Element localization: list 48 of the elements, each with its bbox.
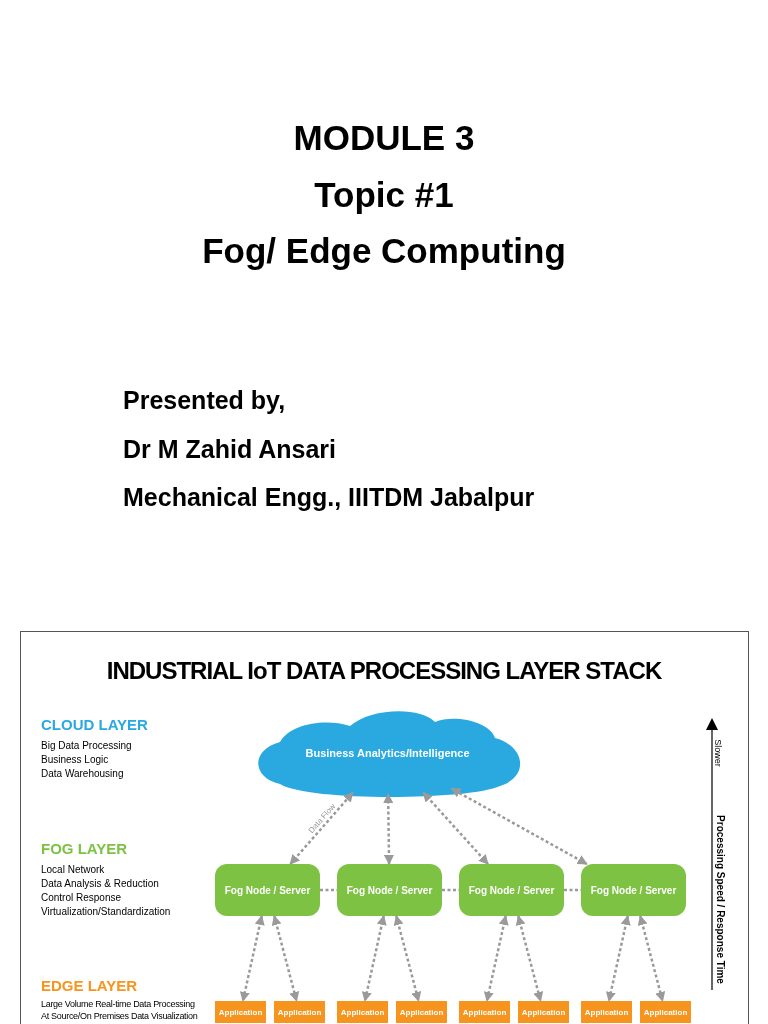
title-text: Fog/ Edge Computing: [201, 231, 567, 271]
fog-node-box: Fog Node / Server: [459, 864, 564, 916]
layer-feature: Business Logic: [41, 754, 109, 765]
application-box: Application: [396, 1001, 447, 1023]
application-box: Application: [274, 1001, 325, 1023]
dashed-arrow: [361, 915, 387, 1002]
fog-node-box: Fog Node / Server: [215, 864, 320, 916]
fog-node-box: Fog Node / Server: [337, 864, 442, 916]
dashed-arrow: [289, 791, 354, 865]
dashed-arrow: [637, 915, 666, 1002]
layer-heading: EDGE LAYER: [41, 977, 138, 994]
layer-feature: Big Data Processing: [41, 740, 132, 751]
axis-label: Slower: [712, 739, 723, 767]
dashed-line: [564, 888, 581, 892]
layer-heading: CLOUD LAYER: [41, 716, 148, 733]
dashed-arrow: [605, 915, 631, 1002]
dashed-arrow: [450, 787, 588, 866]
dashed-arrow: [483, 915, 509, 1002]
dashed-arrow: [239, 915, 265, 1002]
application-box: Application: [518, 1001, 569, 1023]
layer-feature: Large Volume Real-time Data Processing: [41, 999, 195, 1009]
dashed-arrow: [383, 793, 394, 865]
layer-feature: Data Analysis & Reduction: [41, 878, 159, 889]
dashed-arrow: [271, 915, 300, 1002]
application-box: Application: [337, 1001, 388, 1023]
presenter-text: Dr M Zahid Ansari: [123, 435, 336, 464]
layer-feature: Control Response: [41, 892, 122, 903]
axis-label: Processing Speed / Response Time: [714, 815, 726, 984]
application-box: Application: [459, 1001, 510, 1023]
presenter-text: Presented by,: [123, 386, 286, 415]
layer-heading: FOG LAYER: [41, 840, 128, 857]
layer-feature: At Source/On Premises Data Visualization: [41, 1011, 198, 1021]
layer-feature: Data Warehousing: [41, 768, 124, 779]
layer-feature: Local Network: [41, 864, 105, 875]
diagram-heading: INDUSTRIAL IoT DATA PROCESSING LAYER STACK: [105, 657, 663, 685]
dashed-arrow: [422, 791, 489, 865]
title-text: MODULE 3: [292, 118, 476, 158]
dashed-line: [320, 888, 337, 892]
fog-node-box: Fog Node / Server: [581, 864, 686, 916]
application-box: Application: [215, 1001, 266, 1023]
presenter-text: Mechanical Engg., IIITDM Jabalpur: [123, 483, 535, 512]
title-text: Topic #1: [313, 175, 455, 215]
dashed-arrow: [393, 915, 422, 1002]
layer-feature: Virtualization/Standardization: [41, 906, 171, 917]
application-box: Application: [581, 1001, 632, 1023]
application-box: Application: [640, 1001, 691, 1023]
dashed-arrow: [515, 915, 544, 1002]
dashed-line: [442, 888, 459, 892]
